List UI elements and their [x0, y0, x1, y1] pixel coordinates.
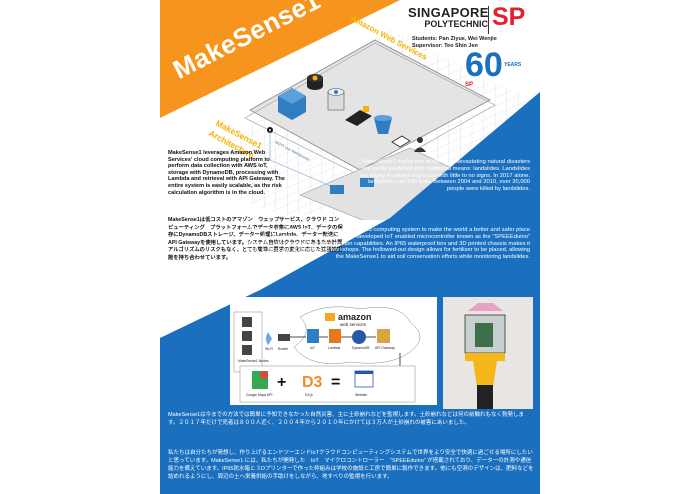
website-icon: [391, 135, 411, 148]
dynamodb-icon: [352, 330, 366, 344]
aws-iot-icon: [307, 329, 319, 343]
supervisor-credit: Supervisor: Teo Shin Jen: [412, 43, 478, 49]
svg-text:MakeSense1 Nodes: MakeSense1 Nodes: [238, 359, 269, 363]
svg-text:API Gateway: API Gateway: [375, 346, 395, 350]
website-icon: [354, 370, 374, 388]
svg-text:Google Maps API: Google Maps API: [246, 393, 272, 397]
google-maps-icon: [252, 371, 268, 389]
svg-text:Router: Router: [278, 347, 289, 351]
wifi-icon: [266, 332, 272, 345]
isometric-architecture-diagram: Amazon Web Services MakeSense1 Architect…: [180, 14, 530, 220]
dynamodb-icon: [327, 88, 345, 111]
sp-60-years-logo: 60 YEARS SP: [465, 46, 522, 88]
paragraph-jp-inspiration: 私たちは自分たちが発想し、作り上げるエンドツーエンドIoTクラウドコンピューティ…: [168, 450, 534, 480]
device-photo: [443, 297, 533, 409]
api-gateway-icon: [377, 329, 390, 343]
architecture-flow-diagram: MakeSense1 Nodes Wi-Fi Router amazon web…: [233, 306, 421, 403]
lambda-icon: [307, 74, 323, 90]
api-gateway-icon: [345, 106, 372, 126]
paragraph-jp-architecture: MakeSense1は低コストのアマゾン ウェップサービス、クラウド コンピュー…: [168, 217, 343, 261]
credits: Students: Pan Ziyue, Wei Wenjie Supervis…: [412, 36, 497, 50]
svg-text:=: =: [331, 374, 340, 391]
svg-text:60: 60: [465, 46, 503, 84]
svg-text:amazon: amazon: [338, 312, 372, 322]
paragraph-en-architecture: MakeSense1 leverages Amazon Web Services…: [168, 150, 285, 196]
node-box-icon: [242, 317, 252, 355]
svg-text:D3: D3: [302, 374, 323, 391]
router-icon: [278, 334, 290, 341]
institution-name-line1: SINGAPORE: [408, 5, 489, 20]
svg-text:SP: SP: [465, 82, 473, 88]
node-icon: [360, 178, 374, 187]
s3-bucket-icon: [374, 115, 392, 134]
svg-text:YEARS: YEARS: [504, 62, 522, 68]
svg-text:IoT: IoT: [310, 346, 315, 350]
user-icon: [414, 137, 426, 152]
svg-text:Website: Website: [355, 393, 367, 397]
svg-text:DynamoDB: DynamoDB: [352, 346, 370, 350]
architecture-figure: MakeSense1 Nodes Wi-Fi Router amazon web…: [230, 297, 437, 405]
sp-mark: SP: [492, 3, 526, 31]
node-icon: [330, 185, 344, 194]
svg-text:web services: web services: [340, 322, 367, 327]
logo-divider: [488, 6, 489, 34]
svg-text:Wi-Fi: Wi-Fi: [265, 347, 273, 351]
paragraph-en-inspiration: We are inspired to build an end-to-end I…: [247, 227, 530, 261]
makesense1-device-image: [464, 303, 506, 409]
aws-iot-icon: [278, 88, 306, 120]
d3-icon: D3: [302, 374, 323, 391]
svg-text:Lambda: Lambda: [328, 346, 340, 350]
paragraph-en-landslides: MakeSense1 tracks one of the most devast…: [360, 159, 530, 193]
lambda-icon: [329, 329, 341, 343]
svg-text:+: +: [277, 374, 286, 391]
orange-title-band: [160, 0, 400, 118]
singapore-polytechnic-logo: SINGAPORE POLYTECHNIC SP: [408, 5, 525, 34]
poster: Amazon Web Services MakeSense1 Architect…: [160, 0, 540, 494]
svg-text:D3.js: D3.js: [305, 393, 313, 397]
paragraph-jp-landslides: MakeSense1は今までの方法では簡単に予知できなかった自然災害、主に土砂崩…: [168, 412, 525, 426]
students-credit: Students: Pan Ziyue, Wei Wenjie: [412, 36, 497, 42]
institution-name-line2: POLYTECHNIC: [424, 19, 488, 29]
aws-logo-icon: [325, 313, 335, 321]
